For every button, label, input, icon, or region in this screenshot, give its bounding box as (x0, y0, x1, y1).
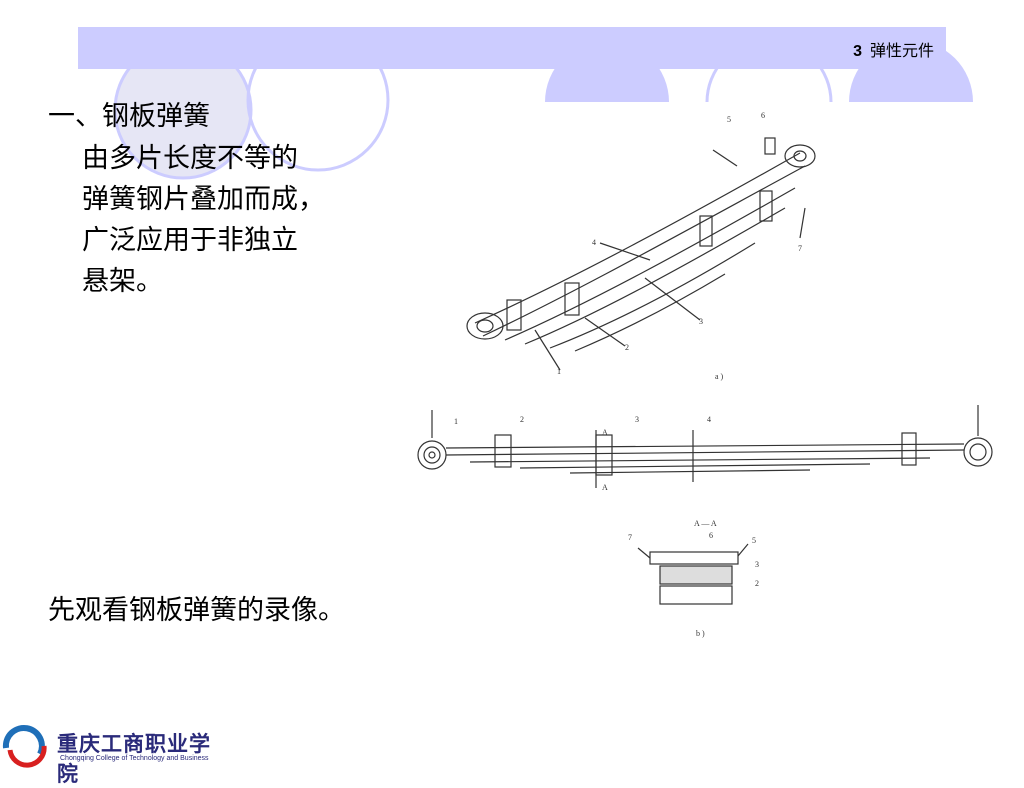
description-line: 悬架。 (82, 266, 163, 297)
section-label: A (602, 483, 608, 492)
section-title: A — A (694, 519, 717, 528)
part-label: 5 (727, 115, 731, 124)
section-title-text: 弹性元件 (869, 43, 934, 60)
part-label: 7 (628, 533, 632, 542)
part-label: 2 (520, 415, 524, 424)
section-number: 3 (853, 43, 862, 60)
part-label: 3 (755, 560, 759, 569)
page-heading: 一、钢板弹簧 (48, 101, 210, 132)
part-label: 4 (707, 415, 711, 424)
part-label: 7 (798, 244, 802, 253)
description: 由多片长度不等的 弹簧钢片叠加而成， 广泛应用于非独立 悬架。 (82, 138, 382, 302)
part-label: 5 (752, 536, 756, 545)
description-line: 弹簧钢片叠加而成， (82, 184, 325, 215)
part-label: 3 (699, 317, 703, 326)
leaf-spring-side-section-figure: 1 2 3 4 A A A — A 7 6 5 3 2 b ) (417, 405, 993, 638)
video-note: 先观看钢板弹簧的录像。 (48, 595, 345, 626)
description-line: 广泛应用于非独立 (82, 225, 298, 256)
part-label: 1 (557, 367, 561, 376)
header-bar: 3 弹性元件 (78, 27, 946, 69)
part-label: 2 (625, 343, 629, 352)
part-label: 6 (709, 531, 713, 540)
college-name-en: Chongqing College of Technology and Busi… (60, 755, 209, 762)
section-title: 3 弹性元件 (853, 37, 934, 61)
figure-caption: a ) (715, 372, 724, 381)
part-label: 2 (755, 579, 759, 588)
section-label: A (602, 428, 608, 437)
college-logo: 重庆工商职业学院 Chongqing College of Technology… (0, 724, 232, 786)
part-label: 3 (635, 415, 639, 424)
college-emblem-icon (2, 725, 47, 768)
description-line: 由多片长度不等的 (82, 143, 298, 174)
leaf-spring-perspective-figure: 5 6 4 7 3 2 1 a ) (466, 111, 816, 381)
part-label: 1 (454, 417, 458, 426)
figure-caption: b ) (696, 629, 705, 638)
part-label: 6 (761, 111, 765, 120)
part-label: 4 (592, 238, 596, 247)
